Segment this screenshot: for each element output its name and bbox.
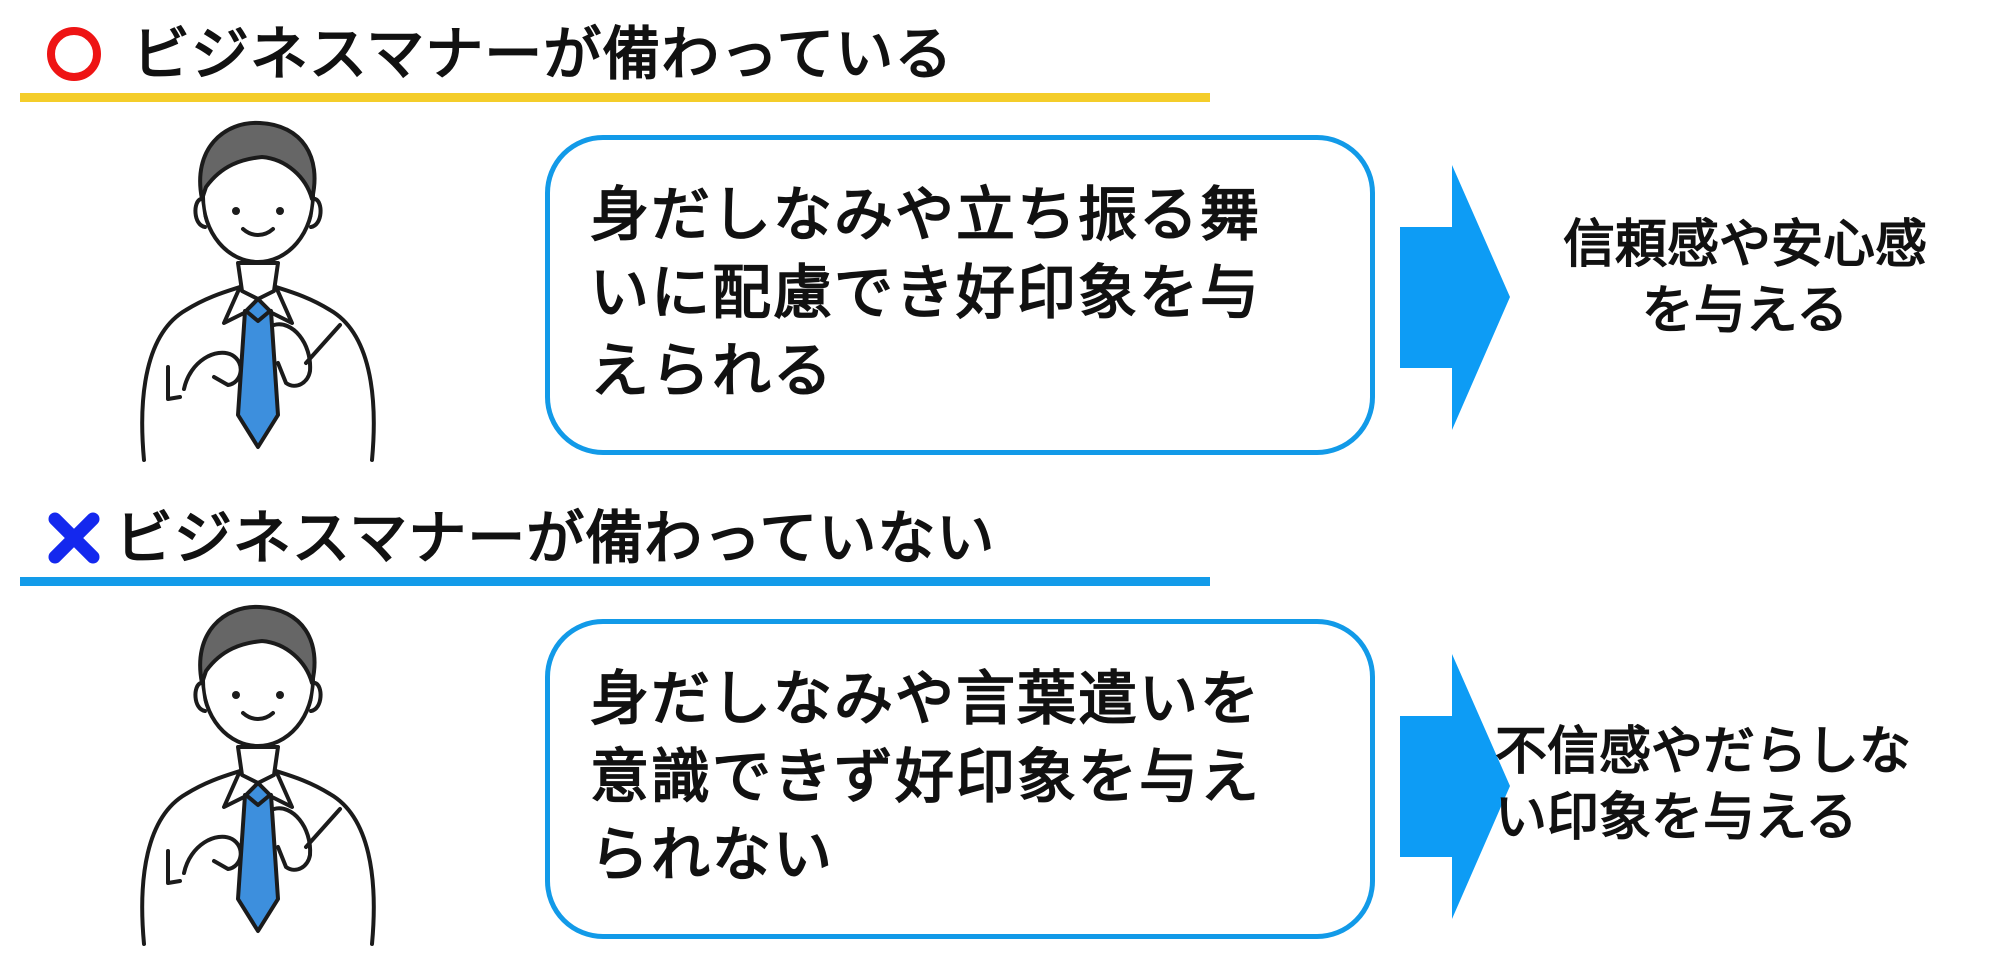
good-manners-result: 信頼感や安心感 を与える <box>1562 215 1927 341</box>
businessman-adjusting-tie-icon <box>140 120 376 462</box>
good-manners-description: 身だしなみや立ち振る舞 いに配慮でき好印象を与 えられる <box>590 180 1262 405</box>
bad-manners-description-box: 身だしなみや言葉遣いを 意識できず好印象を与え られない <box>545 619 1375 939</box>
good-manners-description-box: 身だしなみや立ち振る舞 いに配慮でき好印象を与 えられる <box>545 135 1375 455</box>
good-manners-heading: ビジネスマナーが備わっている <box>20 8 1210 102</box>
businessman-adjusting-tie-icon <box>140 604 376 946</box>
good-manners-title: ビジネスマナーが備わっている <box>132 20 954 88</box>
bad-manners-result: 不信感やだらしな い印象を与える <box>1495 722 1912 848</box>
cross-mark-icon <box>48 512 100 564</box>
bad-manners-description: 身だしなみや言葉遣いを 意識できず好印象を与え られない <box>590 664 1262 889</box>
bad-manners-heading: ビジネスマナーが備わっていない <box>20 492 1210 586</box>
blue-divider <box>20 577 1210 586</box>
right-arrow-icon <box>1400 654 1510 919</box>
good-manners-section: ビジネスマナーが備わっている 身だしなみや立ち振る舞 いに配慮でき好印象を与 え <box>20 8 1927 462</box>
bad-manners-section: ビジネスマナーが備わっていない 身だしなみや言葉遣いを 意識できず好印象を与え <box>0 484 1999 974</box>
circle-mark-icon <box>47 27 101 81</box>
yellow-divider <box>20 93 1210 102</box>
right-arrow-icon <box>1400 165 1510 430</box>
bad-manners-title: ビジネスマナーが備わっていない <box>115 504 996 572</box>
